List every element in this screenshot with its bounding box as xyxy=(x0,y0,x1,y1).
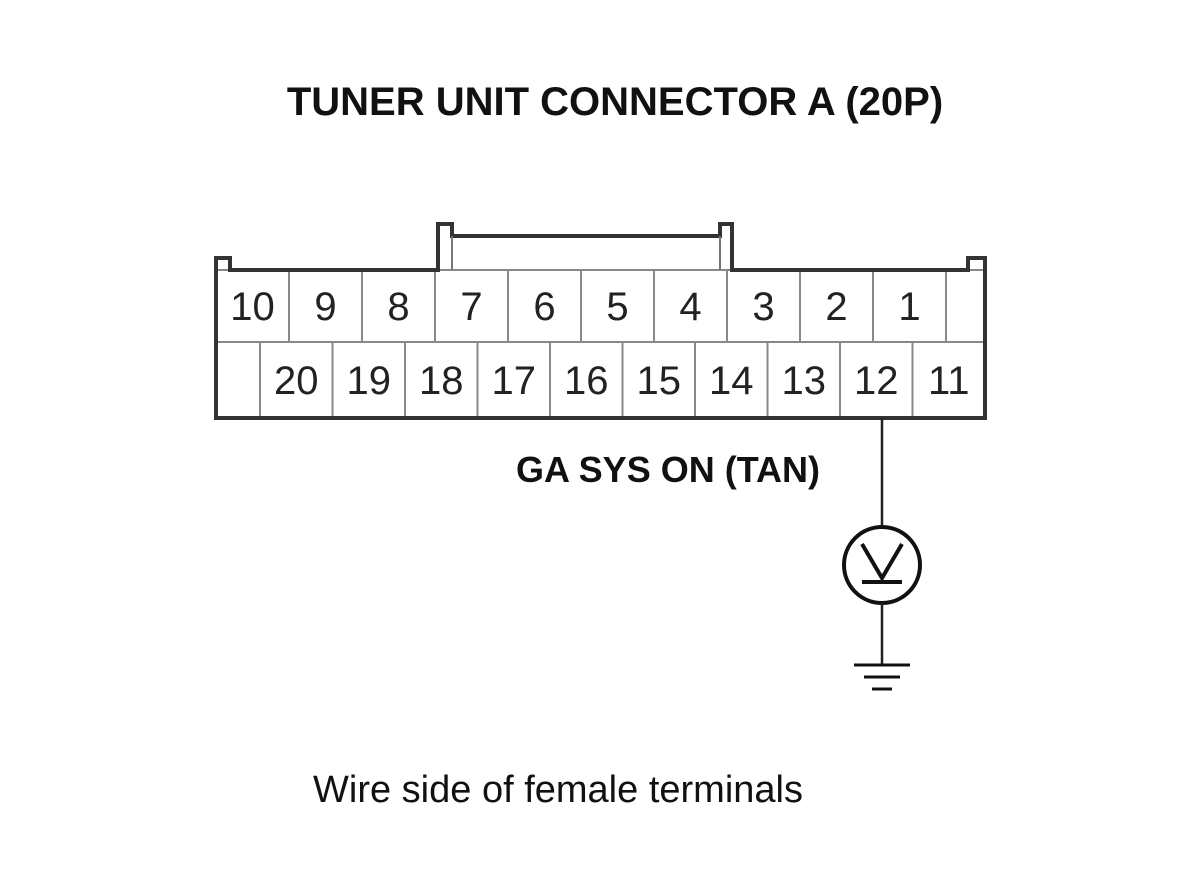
pin-1-label: 1 xyxy=(898,285,920,329)
pin-7-label: 7 xyxy=(460,285,482,329)
pin-1-cell xyxy=(872,269,947,343)
voltmeter-icon xyxy=(842,525,922,605)
pin-12-cell xyxy=(839,341,914,419)
ground-symbol-icon xyxy=(854,663,910,691)
pin-8-label: 8 xyxy=(387,285,409,329)
pin-9-cell xyxy=(288,269,363,343)
pin-9-label: 9 xyxy=(314,285,336,329)
pin-6-label: 6 xyxy=(533,285,555,329)
connector-bottom-row: 20 19 18 17 16 15 14 13 12 11 xyxy=(215,341,986,419)
pin-2-label: 2 xyxy=(825,285,847,329)
pin-12-label: 12 xyxy=(854,359,899,403)
pin-18-label: 18 xyxy=(419,359,464,403)
pin-15-label: 15 xyxy=(637,359,682,403)
pin-3-cell xyxy=(726,269,801,343)
pin-11-label: 11 xyxy=(928,359,970,403)
pin-20-label: 20 xyxy=(274,359,319,403)
connector-top-row: 10 9 8 7 6 5 4 3 2 1 xyxy=(215,269,986,343)
bottom-row-blank-cell xyxy=(215,341,261,419)
pin-5-label: 5 xyxy=(606,285,628,329)
top-row-blank-cell xyxy=(945,269,986,343)
pin-14-cell xyxy=(694,341,769,419)
pin-19-label: 19 xyxy=(347,359,392,403)
pin-13-label: 13 xyxy=(782,359,827,403)
pin-17-label: 17 xyxy=(492,359,537,403)
diagram-caption: Wire side of female terminals xyxy=(313,769,803,811)
pin-13-cell xyxy=(766,341,841,419)
pin-5-cell xyxy=(580,269,655,343)
pin-17-cell xyxy=(476,341,551,419)
pin-14-label: 14 xyxy=(709,359,754,403)
pin-11-cell xyxy=(911,341,986,419)
pin-19-cell xyxy=(331,341,406,419)
diagram-title: TUNER UNIT CONNECTOR A (20P) xyxy=(287,80,943,124)
pin-10-label: 10 xyxy=(230,285,275,329)
pin-3-label: 3 xyxy=(752,285,774,329)
pin-15-cell xyxy=(621,341,696,419)
signal-label: GA SYS ON (TAN) xyxy=(516,449,820,490)
pin-16-label: 16 xyxy=(564,359,609,403)
pin-4-label: 4 xyxy=(679,285,701,329)
